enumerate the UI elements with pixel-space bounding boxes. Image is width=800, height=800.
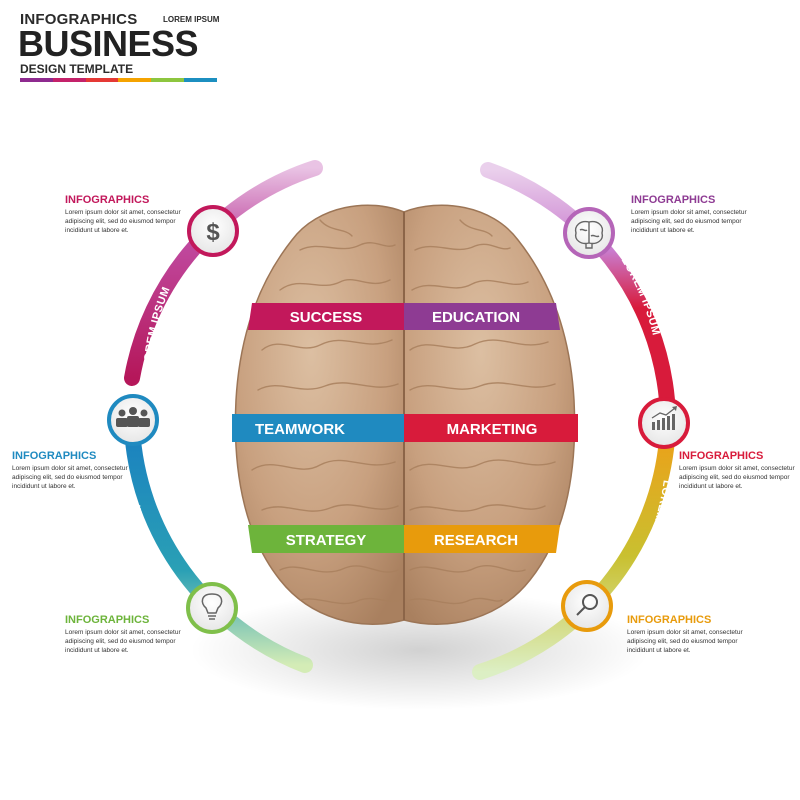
band-teamwork: TEAMWORK <box>232 414 404 442</box>
info-line: incididunt ut labore et. <box>679 483 743 490</box>
info-title: INFOGRAPHICS <box>679 450 764 462</box>
node-middle-left <box>107 394 159 446</box>
info-line: incididunt ut labore et. <box>65 227 129 234</box>
info-line: Lorem ipsum dolor sit amet, consectetur <box>12 465 128 472</box>
dollar-icon: $ <box>206 219 220 246</box>
arc-label-right-top: LOREM IPSUM <box>619 255 662 337</box>
header-color-bar <box>20 78 217 82</box>
info-block-top-right: INFOGRAPHICS Lorem ipsum dolor sit amet,… <box>631 194 751 235</box>
band-marketing: MARKETING <box>404 414 578 442</box>
band-research-label: RESEARCH <box>434 532 518 549</box>
info-line: adipiscing elit, sed do eiusmod tempor <box>627 638 738 645</box>
arc-left-bottom <box>124 420 313 673</box>
node-top-right <box>563 207 615 259</box>
node-bottom-right <box>561 580 613 632</box>
arc-right-top <box>480 162 675 408</box>
band-education: EDUCATION <box>404 303 560 330</box>
bar-segment <box>151 78 185 82</box>
brain-shadow <box>190 590 650 710</box>
info-body: Lorem ipsum dolor sit amet, consectetur … <box>65 208 185 235</box>
arc-right-bottom <box>472 432 675 680</box>
band-marketing-label: MARKETING <box>447 421 538 438</box>
band-teamwork-label: TEAMWORK <box>255 421 345 438</box>
info-line: Lorem ipsum dolor sit amet, consectetur <box>627 629 743 636</box>
band-strategy: STRATEGY <box>248 525 404 553</box>
bar-segment <box>20 78 53 82</box>
bar-segment <box>118 78 152 82</box>
bar-chart-icon <box>651 406 677 430</box>
info-line: adipiscing elit, sed do eiusmod tempor <box>679 474 790 481</box>
header-subtitle: DESIGN TEMPLATE <box>20 62 134 76</box>
info-title: INFOGRAPHICS <box>65 614 150 626</box>
info-line: Lorem ipsum dolor sit amet, consectetur <box>65 629 181 636</box>
node-middle-right <box>638 397 690 449</box>
info-line: adipiscing elit, sed do eiusmod tempor <box>631 218 742 225</box>
info-body: Lorem ipsum dolor sit amet, consectetur … <box>627 628 747 655</box>
info-body: Lorem ipsum dolor sit amet, consectetur … <box>631 208 751 235</box>
svg-text:$: $ <box>206 219 220 246</box>
brain-icon <box>574 220 604 249</box>
info-block-bottom-right: INFOGRAPHICS Lorem ipsum dolor sit amet,… <box>627 614 747 655</box>
info-block-top-left: INFOGRAPHICS Lorem ipsum dolor sit amet,… <box>65 194 185 235</box>
info-title: INFOGRAPHICS <box>12 450 97 462</box>
bar-segment <box>52 78 86 82</box>
info-line: adipiscing elit, sed do eiusmod tempor <box>65 218 176 225</box>
node-top-left: $ <box>187 205 239 257</box>
team-icon <box>116 407 150 427</box>
info-body: Lorem ipsum dolor sit amet, consectetur … <box>65 628 185 655</box>
header-tag: LOREM IPSUM <box>163 15 220 24</box>
bar-segment <box>85 78 119 82</box>
band-strategy-label: STRATEGY <box>286 532 367 549</box>
band-success-label: SUCCESS <box>290 309 363 326</box>
info-line: Lorem ipsum dolor sit amet, consectetur <box>631 209 747 216</box>
band-success: SUCCESS <box>248 303 404 330</box>
info-body: Lorem ipsum dolor sit amet, consectetur … <box>679 464 799 491</box>
info-line: adipiscing elit, sed do eiusmod tempor <box>65 638 176 645</box>
magnifier-icon <box>576 594 598 616</box>
node-bottom-left <box>186 582 238 634</box>
info-line: incididunt ut labore et. <box>627 647 691 654</box>
header-title: BUSINESS <box>18 23 199 64</box>
info-line: adipiscing elit, sed do eiusmod tempor <box>12 474 123 481</box>
info-block-middle-right: INFOGRAPHICS Lorem ipsum dolor sit amet,… <box>679 450 799 491</box>
info-line: incididunt ut labore et. <box>631 227 695 234</box>
info-title: INFOGRAPHICS <box>627 614 712 626</box>
bar-segment <box>184 78 217 82</box>
band-research: RESEARCH <box>404 525 560 553</box>
band-education-label: EDUCATION <box>432 309 520 326</box>
info-line: incididunt ut labore et. <box>65 647 129 654</box>
lightbulb-icon <box>201 593 223 620</box>
info-line: Lorem ipsum dolor sit amet, consectetur <box>65 209 181 216</box>
info-title: INFOGRAPHICS <box>65 194 150 206</box>
info-title: INFOGRAPHICS <box>631 194 716 206</box>
info-body: Lorem ipsum dolor sit amet, consectetur … <box>12 464 132 491</box>
info-line: Lorem ipsum dolor sit amet, consectetur <box>679 465 795 472</box>
header-line1: INFOGRAPHICS <box>20 11 138 28</box>
info-block-bottom-left: INFOGRAPHICS Lorem ipsum dolor sit amet,… <box>65 614 185 655</box>
info-block-middle-left: INFOGRAPHICS Lorem ipsum dolor sit amet,… <box>12 450 132 491</box>
info-line: incididunt ut labore et. <box>12 483 76 490</box>
